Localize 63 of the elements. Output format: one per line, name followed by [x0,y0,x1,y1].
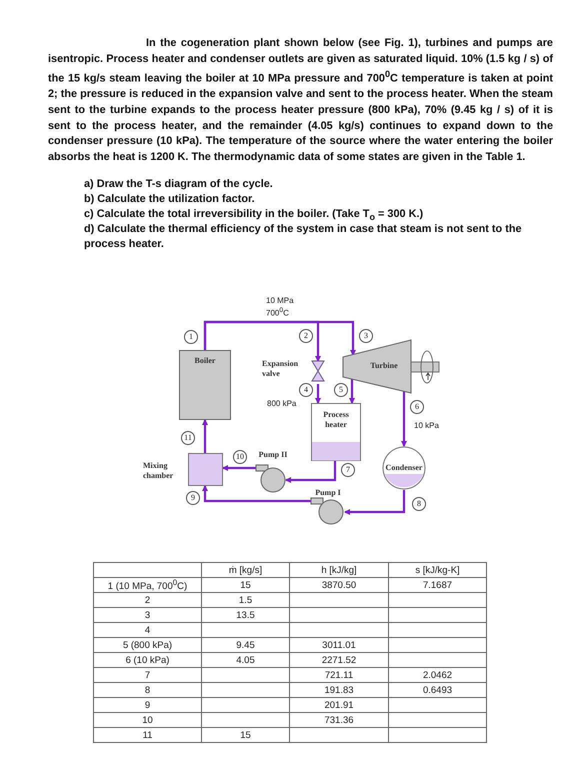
value-text: 13.5 [236,610,255,621]
state-number: 9 [186,491,200,505]
pressure-label: 10 kPa [414,421,440,431]
pipe-arrow [285,461,336,483]
value-text: 2271.52 [322,654,356,666]
question-text: c) Calculate the total irreversibility in the boiler. (Take T$_{o}$ = 300 K.) [84,207,424,224]
pipe-arrow [202,419,208,453]
value-text: 4.05 [236,654,255,666]
value-text: 2.0462 [422,670,452,681]
value-text: 9.45 [236,640,255,651]
pressure-label: 10 MPa 700$^{0}$C [266,296,295,319]
state-label: 5 (800 kPa) [122,640,172,651]
pipe-arrow [401,391,407,447]
value-text: 721.11 [324,670,354,681]
value-text: 0.6493 [422,684,452,696]
pipe-arrow [315,384,321,404]
question-text: d) Calculate the thermal efficiency of the system in case that steam is not sent to the process heater. [84,222,523,252]
state-label: 1 (10 MPa, 700$^{0}$C) [108,581,188,592]
pressure-label: 800 kPa [267,399,298,409]
state-label: 6 (10 kPa) [126,654,170,666]
state-number: 11 [181,431,195,445]
state-number: 7 [341,463,355,477]
state-label: 7 [144,670,150,681]
equipment-label: Pump I [314,488,342,498]
state-label: 10 [142,714,153,726]
state-label: 11 [142,730,152,741]
column-header: h [kJ/kg] [321,564,357,576]
pipe-arrow [344,490,406,515]
state-label: 4 [144,624,150,636]
value-text: 3011.01 [322,640,356,651]
state-number: 8 [412,497,426,511]
question-text: b) Calculate the utilization factor. [84,192,256,207]
state-label: 9 [144,700,150,711]
pipe-arrow [204,320,356,356]
value-text: 191.83 [324,684,354,696]
value-text: 15 [240,580,251,591]
value-text: 7.1687 [422,580,452,591]
state-label: 3 [144,610,150,621]
problem-text: In the cogeneration plant shown below (see Fig. 1), turbines and pumps are isentropic. Process heater and condenser outlets are given as saturated liquid. 10% (1.5 kg / s) of the 15 kg/s steam leaving the boiler at 10 MPa pressure and 700$^{0}$C temperature is taken at point 2; the pressure is reduced in the expansion valve and sent to the process heater. When the steam sent to the turbine expands to the process heater pressure (800 kPa), 70% (9.45 kg / s) of it is sent to the process heater, and the remainder (4.05 kg/s) continues to expand down to the condenser pressure (10 kPa). The temperature of the source where the water entering the boiler absorbs the heat is 1200 K. The thermodynamic data of some states are given in the Table 1. [48,36,553,165]
value-text: 1.5 [238,594,252,606]
value-text: 731.36 [324,714,354,726]
equipment-label: Boiler [194,356,216,366]
value-text: 201.91 [324,700,354,711]
state-number: 10 [233,450,247,464]
state-number: 6 [410,400,424,414]
state-number: 1 [184,330,198,344]
state-label: 8 [144,684,150,696]
column-header: ṁ [kg/s] [228,564,262,576]
state-number: 4 [299,383,313,397]
equipment-label: Condenser [384,463,424,472]
pipe-arrow [202,485,311,502]
state-label: 2 [144,594,150,606]
equipment-label: Pump II [258,450,288,460]
state-number: 3 [359,329,373,343]
equipment-label: Expansion valve [262,359,300,378]
value-text: 3870.50 [322,580,356,591]
pipe-arrow [222,465,256,471]
column-header: s [kJ/kg-K] [415,564,460,576]
question-text: a) Draw the T-s diagram of the cycle. [84,177,274,192]
equipment-label: Process heater [322,410,350,429]
equipment-label: Mixing chamber [143,461,174,480]
value-text: 15 [240,730,251,741]
state-number: 2 [299,329,313,343]
